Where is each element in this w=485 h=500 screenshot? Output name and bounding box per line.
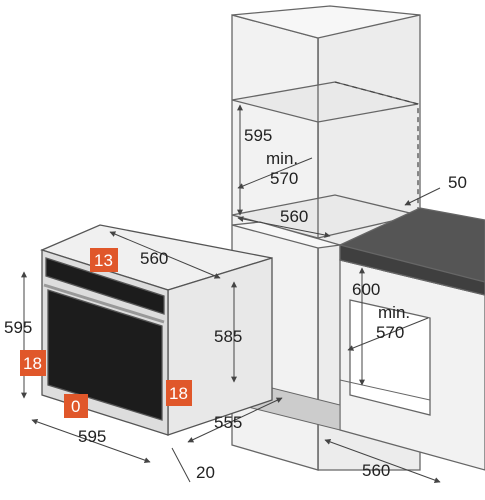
tall-niche-min-height: 570 [270, 169, 298, 188]
oven-width: 595 [78, 427, 106, 446]
countertop-thickness: 50 [448, 173, 467, 192]
base-niche-min-height: 570 [376, 323, 404, 342]
base-cabinet-illustration [339, 207, 485, 471]
oven-height: 595 [4, 318, 32, 337]
tall-niche-height: 595 [244, 126, 272, 145]
oven-top-depth: 560 [140, 249, 168, 268]
oven-side-depth: 585 [214, 327, 242, 346]
base-niche-height: 600 [352, 280, 380, 299]
clearance-badge-bottom: 0 [64, 394, 88, 418]
base-niche-width: 560 [362, 461, 390, 480]
tall-niche-min-label: min. [266, 149, 298, 168]
base-niche-min-label: min. [378, 303, 410, 322]
oven-icon [40, 224, 273, 436]
svg-text:18: 18 [23, 354, 42, 373]
door-offset: 20 [196, 463, 215, 482]
svg-text:18: 18 [169, 384, 188, 403]
dimension-labels: 595 min. 570 560 50 600 min. 570 560 560… [4, 126, 467, 482]
tall-niche-width: 560 [280, 207, 308, 226]
tall-niche-outline [334, 81, 419, 215]
clearance-badge-right: 18 [166, 380, 192, 406]
svg-text:13: 13 [94, 251, 113, 270]
oven-bottom-depth: 555 [214, 413, 242, 432]
clearance-badge-top: 13 [90, 248, 118, 272]
svg-text:0: 0 [71, 397, 80, 416]
clearance-badge-left: 18 [20, 350, 46, 376]
